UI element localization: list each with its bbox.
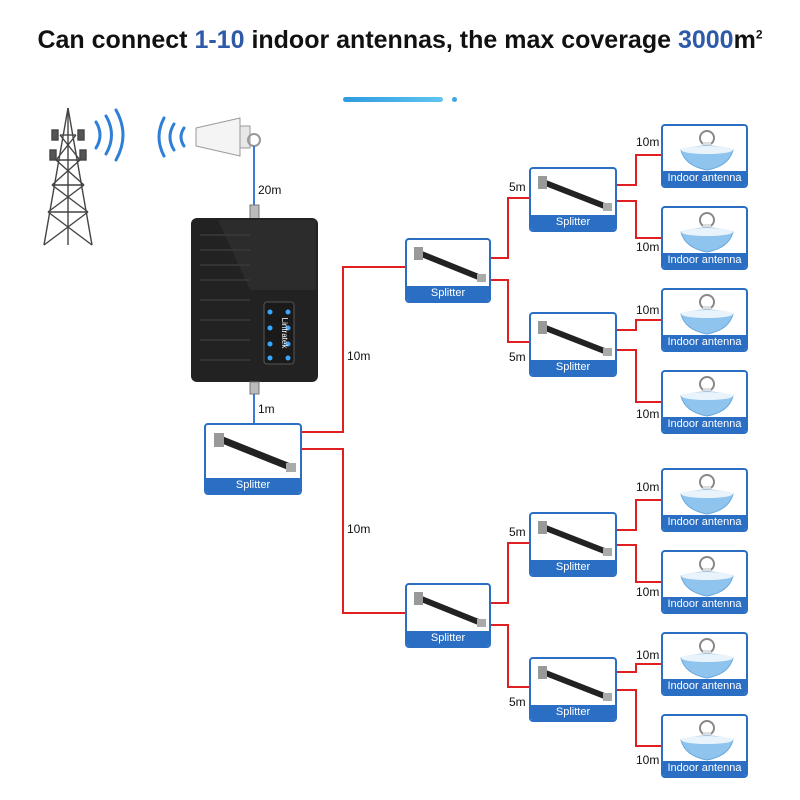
indoor-antenna-7-label: Indoor antenna — [663, 679, 746, 694]
cable-label-booster-splitter: 1m — [258, 402, 275, 416]
cable-label-a3: 10m — [636, 303, 660, 317]
indoor-antenna-1: Indoor antenna — [661, 124, 748, 188]
red-cables — [301, 154, 662, 747]
indoor-antenna-7: Indoor antenna — [661, 632, 748, 696]
ceiling-antenna-icon — [680, 294, 734, 335]
splitter-main-label: Splitter — [206, 478, 300, 493]
page-title: Can connect 1-10 indoor antennas, the ma… — [0, 26, 800, 55]
title-unit-power: 2 — [755, 27, 763, 42]
indoor-antenna-5-label: Indoor antenna — [663, 515, 746, 530]
indoor-antenna-6: Indoor antenna — [661, 550, 748, 614]
title-middle: indoor antennas, the max coverage — [244, 26, 678, 54]
splitter-icon — [538, 321, 612, 356]
cable-label-a6: 10m — [636, 585, 660, 599]
cable-label-a1: 10m — [636, 135, 660, 149]
cable-label-s3: 5m — [509, 525, 526, 539]
cable-label-lower-branch: 10m — [347, 522, 371, 536]
splitter-lower-top: Splitter — [529, 512, 617, 577]
booster-brand: Lintratek — [280, 318, 289, 350]
splitter-lower-top-label: Splitter — [531, 560, 615, 575]
cable-label-s2: 5m — [509, 350, 526, 364]
signal-booster — [191, 218, 318, 382]
indoor-antenna-5: Indoor antenna — [661, 468, 748, 532]
ceiling-antenna-icon — [680, 638, 734, 679]
splitter-icon — [414, 592, 486, 627]
ceiling-antenna-icon — [680, 556, 734, 597]
cable-label-a5: 10m — [636, 480, 660, 494]
splitter-lower-bottom: Splitter — [529, 657, 617, 722]
ceiling-antenna-icon — [680, 212, 734, 253]
splitter-icon — [538, 666, 612, 701]
cable-label-s1: 5m — [509, 180, 526, 194]
splitter-icon — [414, 247, 486, 282]
indoor-antenna-3-label: Indoor antenna — [663, 335, 746, 350]
splitter-upper-top: Splitter — [529, 167, 617, 232]
cable-label-s4: 5m — [509, 695, 526, 709]
splitter-upper-bottom: Splitter — [529, 312, 617, 377]
title-antenna-count: 1-10 — [194, 26, 245, 54]
indoor-antenna-8-label: Indoor antenna — [663, 761, 746, 776]
antenna-signal-waves-icon — [157, 116, 186, 158]
splitter-lower: Splitter — [405, 583, 491, 648]
title-unit: m — [733, 26, 756, 54]
splitter-upper: Splitter — [405, 238, 491, 303]
accent-bar — [343, 97, 443, 102]
ceiling-antenna-icon — [680, 376, 734, 417]
indoor-antenna-2: Indoor antenna — [661, 206, 748, 270]
cable-label-a2: 10m — [636, 240, 660, 254]
ceiling-antenna-icon — [680, 720, 734, 761]
cable-label-outdoor: 20m — [258, 183, 282, 197]
title-coverage-value: 3000 — [677, 26, 734, 54]
indoor-antenna-4-label: Indoor antenna — [663, 417, 746, 432]
cell-tower-icon — [43, 107, 93, 246]
indoor-antenna-3: Indoor antenna — [661, 288, 748, 352]
indoor-antenna-4: Indoor antenna — [661, 370, 748, 434]
cable-label-a7: 10m — [636, 648, 660, 662]
splitter-upper-bottom-label: Splitter — [531, 360, 615, 375]
cable-label-upper-branch: 10m — [347, 349, 371, 363]
splitter-upper-label: Splitter — [407, 286, 489, 301]
splitter-icon — [538, 176, 612, 211]
indoor-antenna-2-label: Indoor antenna — [663, 253, 746, 268]
splitter-lower-bottom-label: Splitter — [531, 705, 615, 720]
ceiling-antenna-icon — [680, 474, 734, 515]
ceiling-antenna-icon — [680, 130, 734, 171]
splitter-lower-label: Splitter — [407, 631, 489, 646]
outdoor-antenna-icon — [195, 117, 261, 157]
signal-waves-icon — [94, 108, 125, 162]
splitter-main: Splitter — [204, 423, 302, 495]
cable-label-a4: 10m — [636, 407, 660, 421]
title-prefix: Can connect — [37, 26, 195, 54]
indoor-antenna-1-label: Indoor antenna — [663, 171, 746, 186]
indoor-antenna-6-label: Indoor antenna — [663, 597, 746, 612]
cable-label-a8: 10m — [636, 753, 660, 767]
splitter-upper-top-label: Splitter — [531, 215, 615, 230]
splitter-icon — [214, 433, 296, 472]
indoor-antenna-8: Indoor antenna — [661, 714, 748, 778]
accent-dot — [452, 97, 457, 102]
splitter-icon — [538, 521, 612, 556]
